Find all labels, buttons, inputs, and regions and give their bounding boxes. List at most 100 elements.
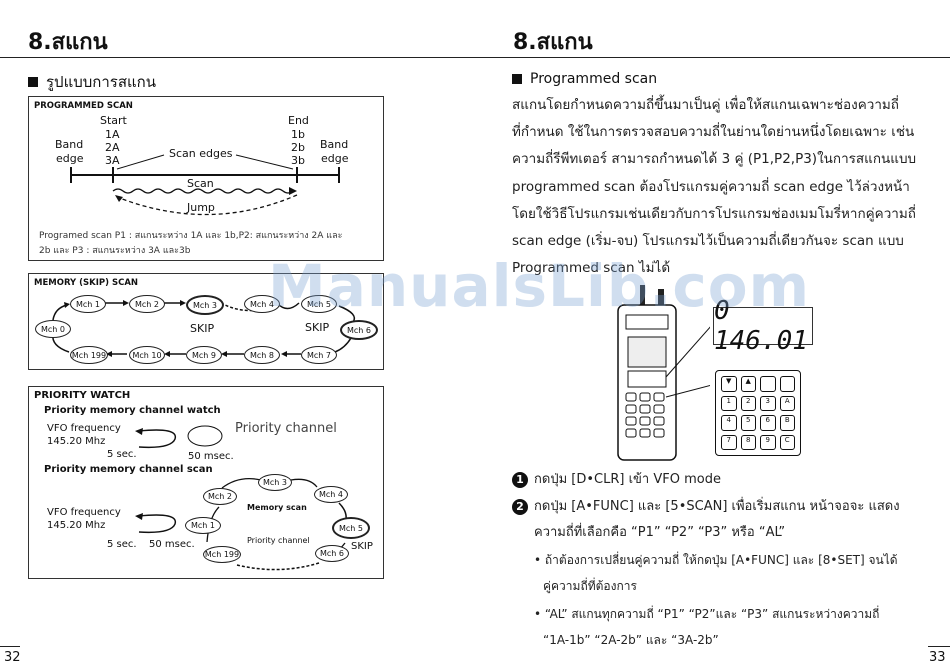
left-section-title-text: รูปแบบการสแกน bbox=[46, 73, 157, 91]
priority-ring-node-7: Mch 2 bbox=[203, 488, 237, 505]
keypad-key[interactable]: 3 bbox=[760, 395, 776, 411]
band-edge-left-1: Band bbox=[55, 138, 84, 151]
fifty-msec-label-2: 50 msec. bbox=[149, 539, 195, 550]
left-page-header: 8.สแกน bbox=[28, 30, 108, 55]
priority-ring-node-3: Mch 5 bbox=[332, 517, 370, 539]
priority-watch-diagram: PRIORITY WATCH Priority memory channel w… bbox=[28, 386, 384, 579]
right-header-rule bbox=[475, 57, 950, 58]
step-number: 2 bbox=[512, 498, 528, 515]
keypad-key[interactable] bbox=[760, 376, 776, 392]
mch-node-bottom-2: Mch 10 bbox=[129, 346, 165, 364]
mch-node-top-3: Mch 3 bbox=[186, 295, 224, 315]
mch-node-top-1: Mch 1 bbox=[70, 295, 106, 313]
keypad-key[interactable]: 5 bbox=[740, 415, 756, 431]
right-page-header: 8.สแกน bbox=[513, 30, 593, 55]
priority-ring-node-2: Mch 4 bbox=[314, 486, 348, 503]
skip-label-priority: SKIP bbox=[351, 541, 373, 552]
paragraph-line: ความถี่รีพีทเตอร์ สามารถกำหนดได้ 3 คู่ (… bbox=[512, 151, 917, 168]
programmed-scan-note-2: 2b และ P3 : สแกนระหว่าง 3A และ3b bbox=[39, 246, 191, 256]
mch-node-top-2: Mch 2 bbox=[129, 295, 165, 313]
priority-watch-title: PRIORITY WATCH bbox=[34, 390, 131, 401]
radio-illustration bbox=[617, 285, 710, 461]
paragraph-line: programmed scan ต้องโปรแกรมคู่ความถี่ sc… bbox=[512, 178, 910, 195]
keypad-key[interactable]: ▲ bbox=[740, 376, 756, 392]
step-2-continuation: ความถี่ที่เลือกคือ “P1” “P2” “P3” หรือ “… bbox=[534, 525, 786, 540]
keypad-key[interactable] bbox=[779, 376, 795, 392]
scan-label: Scan bbox=[187, 177, 214, 190]
skip-label-right: SKIP bbox=[305, 321, 330, 334]
five-sec-label: 5 sec. bbox=[107, 449, 137, 460]
lcd-display: 0 146.01 bbox=[713, 296, 813, 356]
memory-scan-title: MEMORY (SKIP) SCAN bbox=[34, 278, 139, 288]
step-number: 1 bbox=[512, 471, 528, 488]
start-label: Start bbox=[100, 114, 127, 127]
priority-channel-small-label: Priority channel bbox=[247, 536, 310, 545]
step-1: 1 กดปุ่ม [D•CLR] เข้า VFO mode bbox=[512, 467, 721, 493]
keypad-key[interactable]: 7 bbox=[721, 434, 737, 450]
programmed-scan-note-1: Programed scan P1 : สแกนระหว่าง 1A และ 1… bbox=[39, 231, 343, 241]
keypad: ▼ ▲ 1 2 3 A 4 5 6 B 7 8 9 C bbox=[715, 370, 801, 456]
paragraph-line: สแกนโดยกำหนดความถี่ขึ้นมาเป็นคู่ เพื่อให… bbox=[512, 97, 899, 113]
priority-watch-sub1: Priority memory channel watch bbox=[44, 405, 221, 416]
bullet-line: • “AL” สแกนทุกความถี่ “P1” “P2”และ “P3” … bbox=[534, 607, 880, 621]
jump-label: Jump bbox=[187, 201, 215, 214]
memory-scan-label: Memory scan bbox=[247, 503, 307, 512]
programmed-scan-diagram: PROGRAMMED SCAN Start 1A 2A 3A End 1b 2b… bbox=[28, 96, 384, 261]
priority-ring-node-6: Mch 1 bbox=[185, 517, 221, 534]
priority-channel-label: Priority channel bbox=[235, 421, 337, 436]
left-footer-rule bbox=[0, 646, 20, 647]
keypad-key[interactable]: C bbox=[779, 434, 795, 450]
end-label: End bbox=[288, 114, 309, 127]
five-sec-label-2: 5 sec. bbox=[107, 539, 137, 550]
end-channel-1: 1b bbox=[291, 128, 305, 141]
vfo-frequency-label: VFO frequency bbox=[47, 423, 121, 434]
bullet-1: • ถ้าต้องการเปลี่ยนคู่ความถี่ ให้กดปุ่ม … bbox=[534, 547, 898, 599]
start-channel-2: 2A bbox=[105, 141, 120, 154]
scan-edges-label: Scan edges bbox=[169, 147, 233, 160]
bullet-line: • ถ้าต้องการเปลี่ยนคู่ความถี่ ให้กดปุ่ม … bbox=[534, 553, 898, 567]
left-section-title: รูปแบบการสแกน bbox=[28, 70, 156, 94]
mch-node-left: Mch 0 bbox=[35, 320, 71, 338]
bullet-2: • “AL” สแกนทุกความถี่ “P1” “P2”และ “P3” … bbox=[534, 601, 879, 653]
right-paragraph: สแกนโดยกำหนดความถี่ขึ้นมาเป็นคู่ เพื่อให… bbox=[512, 92, 916, 282]
mch-node-bottom-1: Mch 199 bbox=[70, 346, 108, 364]
keypad-key[interactable]: 9 bbox=[760, 434, 776, 450]
band-edge-left-2: edge bbox=[56, 152, 84, 165]
keypad-key[interactable]: ▼ bbox=[721, 376, 737, 392]
right-section-title: Programmed scan bbox=[512, 71, 657, 87]
vfo-frequency-label-2: VFO frequency bbox=[47, 507, 121, 518]
band-edge-right-2: edge bbox=[321, 152, 349, 165]
keypad-key[interactable]: 6 bbox=[760, 415, 776, 431]
right-footer-rule bbox=[928, 646, 950, 647]
paragraph-line: โดยใช้วิธีโปรแกรมเช่นเดียวกับการโปรแกรมช… bbox=[512, 205, 916, 222]
end-channel-3: 3b bbox=[291, 154, 305, 167]
bullet-square-icon bbox=[512, 74, 522, 84]
mch-node-top-4: Mch 4 bbox=[244, 295, 280, 313]
paragraph-line: ที่กำหนด ใช้ในการตรวจสอบความถี่ในย่านใดย… bbox=[512, 124, 915, 141]
bullet-text: ถ้าต้องการเปลี่ยนคู่ความถี่ ให้กดปุ่ม [A… bbox=[544, 553, 898, 567]
mch-node-bottom-5: Mch 7 bbox=[301, 346, 337, 364]
end-channel-2: 2b bbox=[291, 141, 305, 154]
right-page-number: 33 bbox=[929, 650, 946, 665]
programmed-scan-graphic bbox=[70, 154, 340, 216]
priority-ring-node-1: Mch 3 bbox=[258, 474, 292, 491]
step-text: กดปุ่ม [D•CLR] เข้า VFO mode bbox=[534, 472, 721, 487]
programmed-scan-title: PROGRAMMED SCAN bbox=[34, 101, 133, 111]
keypad-key[interactable]: 8 bbox=[740, 434, 756, 450]
keypad-key[interactable]: 2 bbox=[740, 395, 756, 411]
paragraph-line: Programmed scan ไม่ได้ bbox=[512, 260, 671, 277]
mch-node-bottom-4: Mch 8 bbox=[244, 346, 280, 364]
bullet-square-icon bbox=[28, 77, 38, 87]
keypad-key[interactable]: 4 bbox=[721, 415, 737, 431]
keypad-key[interactable]: 1 bbox=[721, 395, 737, 411]
mch-node-top-5: Mch 5 bbox=[301, 295, 337, 313]
mch-node-bottom-3: Mch 9 bbox=[186, 346, 222, 364]
right-section-title-text: Programmed scan bbox=[530, 71, 658, 87]
mch-node-right: Mch 6 bbox=[340, 320, 378, 340]
keypad-key[interactable]: B bbox=[779, 415, 795, 431]
fifty-msec-label: 50 msec. bbox=[188, 451, 234, 462]
bullet-text-cont: คู่ความถี่ที่ต้องการ bbox=[543, 579, 637, 593]
start-channel-1: 1A bbox=[105, 128, 120, 141]
keypad-key[interactable]: A bbox=[779, 395, 795, 411]
